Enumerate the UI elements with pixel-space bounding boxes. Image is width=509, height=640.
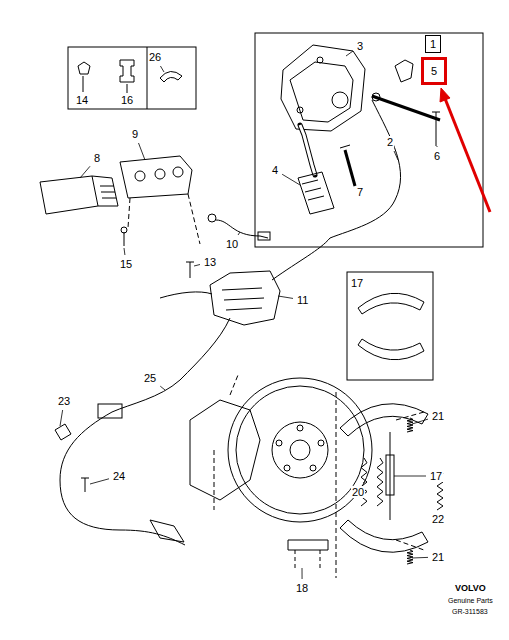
leader-line: [363, 482, 365, 483]
callout-number: 15: [119, 258, 133, 270]
callout-number: 17: [429, 470, 443, 482]
spring: [361, 458, 367, 506]
brand-text: GR-311583: [451, 607, 489, 616]
callout-number: 18: [295, 582, 309, 594]
leader-line: [394, 151, 398, 160]
callout-number: 10: [225, 238, 239, 250]
callout-number: 22: [431, 513, 445, 525]
callout-number: 9: [131, 128, 139, 140]
spring: [407, 550, 413, 564]
spring: [407, 418, 413, 432]
callout-number: 21: [431, 551, 445, 563]
callout-number: 24: [112, 470, 126, 482]
callout-number: 23: [57, 395, 71, 407]
leader-line: [238, 232, 240, 235]
callout-number: 14: [75, 94, 89, 106]
callout-number: 2: [386, 136, 394, 148]
callout-number: 5: [431, 65, 437, 77]
callout-box: 1: [425, 35, 441, 53]
callout-number: 25: [143, 372, 157, 384]
leader-line: [90, 479, 109, 484]
leader-line: [194, 265, 200, 266]
callout-number: 8: [93, 152, 101, 164]
leader-line: [394, 476, 426, 477]
leader-line: [60, 410, 63, 426]
leader-line: [437, 146, 438, 147]
leader-line: [160, 66, 164, 72]
callout-number: 3: [356, 40, 364, 52]
leader-line: [80, 166, 90, 178]
callout-number: 20: [351, 486, 365, 498]
callout-number: 4: [271, 164, 279, 176]
leader-line: [139, 143, 145, 160]
leader-line: [124, 248, 126, 255]
spring: [377, 458, 383, 506]
callout-box: 5: [421, 57, 447, 85]
leader-line: [346, 51, 353, 56]
leader-line: [160, 386, 165, 390]
callout-number: 26: [148, 51, 162, 63]
brand-text: VOLVO: [454, 583, 487, 594]
callout-number: 21: [431, 410, 445, 422]
leader-line: [278, 296, 293, 298]
callout-number: 16: [120, 94, 134, 106]
leader-line: [412, 557, 428, 559]
leader-line: [302, 568, 303, 579]
callout-number: 11: [296, 294, 309, 306]
callout-number: 17: [350, 277, 364, 289]
callout-number: 1: [430, 38, 436, 50]
callout-number: 13: [203, 256, 217, 268]
leader-line: [412, 419, 428, 424]
leader-line: [282, 174, 300, 185]
callout-number: 6: [433, 150, 441, 162]
brand-text: Genuine Parts: [447, 596, 494, 605]
callout-number: 7: [356, 186, 364, 198]
